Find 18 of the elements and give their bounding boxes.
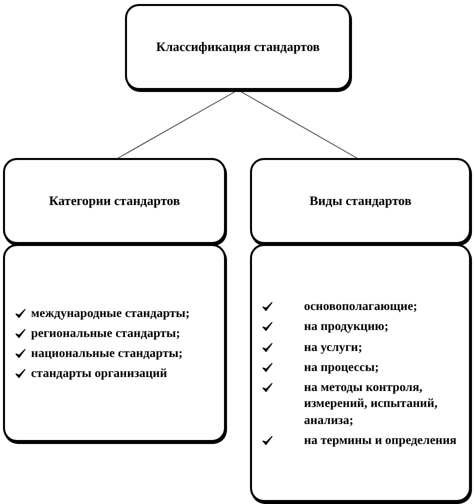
list-item: основополагающие; (304, 298, 418, 314)
box-title: Классификация стандартов (156, 39, 320, 55)
category-box (3, 158, 226, 244)
list-item: международные стандарты; (31, 304, 190, 321)
list-item: региональные стандарты; (31, 324, 180, 341)
list-box (250, 244, 471, 502)
category-box (125, 4, 351, 90)
box-title: Виды стандартов (310, 193, 412, 209)
category-box (250, 158, 471, 244)
list-item: национальные стандарты; (31, 345, 183, 362)
list-item: на термины и определения (304, 432, 457, 448)
box-title: Категории стандартов (49, 193, 180, 209)
list-item: на методы контроля, измерений, испытаний, анализа; (304, 379, 438, 428)
list-item: на услуги; (304, 338, 362, 355)
list-item: стандарты организаций (31, 365, 168, 382)
list-box (3, 244, 226, 442)
list-item: на процессы; (304, 358, 379, 375)
list-item: на продукцию; (304, 318, 389, 334)
